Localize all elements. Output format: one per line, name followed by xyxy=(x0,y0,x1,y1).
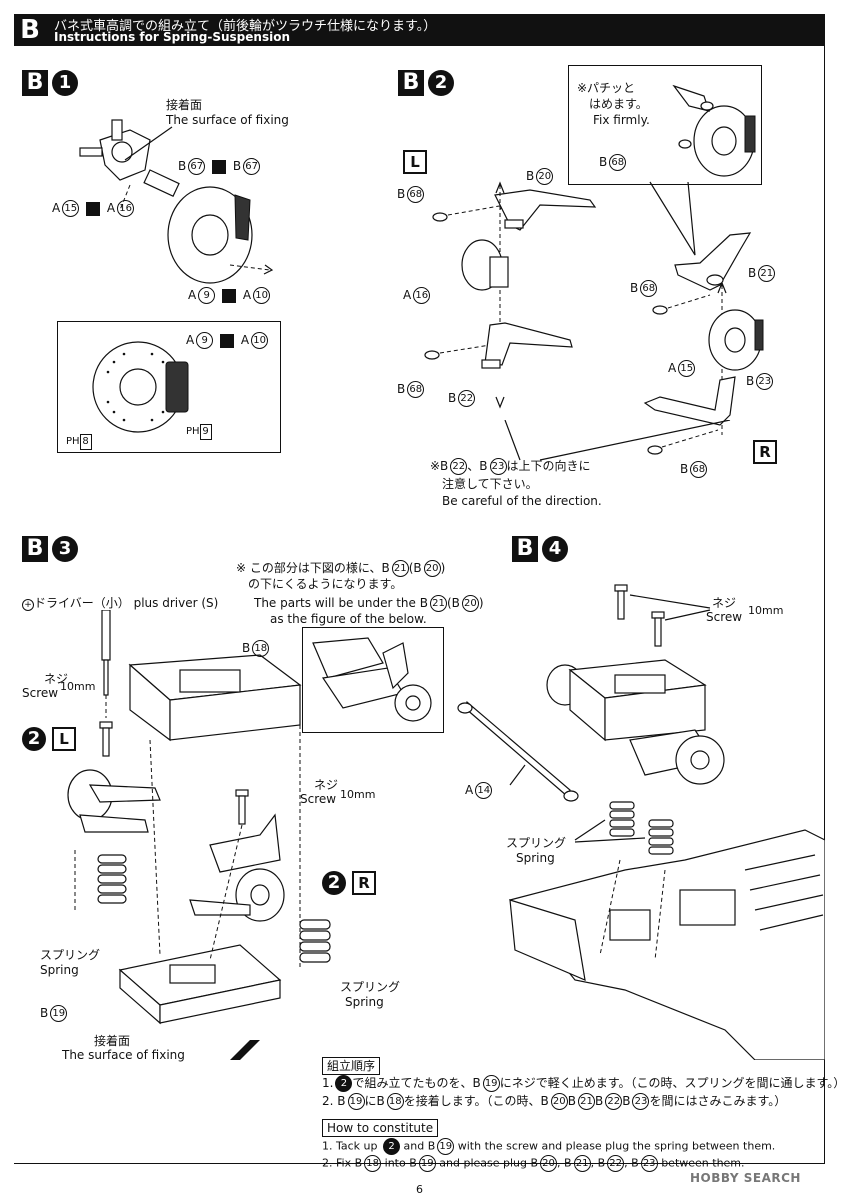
step-letter: B xyxy=(22,70,48,96)
right-tag: R xyxy=(753,440,777,464)
step-b1-drawing xyxy=(79,119,274,284)
watermark: HOBBY SEARCH xyxy=(690,1171,801,1185)
step-b3-drawing xyxy=(67,610,331,1060)
section-title-jp: バネ式車高調での組み立て（前後輪がツラウチ仕様になります。） xyxy=(54,19,437,34)
order-en-title: How to constitute xyxy=(322,1117,439,1137)
step-b3-inset xyxy=(302,627,444,733)
mirror-part-icon xyxy=(212,159,227,174)
step-b2-left-drawing xyxy=(424,181,597,409)
left-tag: L xyxy=(403,150,427,174)
surface-label-en: The surface of fixing xyxy=(166,113,289,127)
mirror-part-icon xyxy=(222,288,237,303)
step-number: 1 xyxy=(52,70,78,96)
plus-driver-icon: + xyxy=(22,599,34,611)
driver-label: +ドライバー（小） plus driver (S) xyxy=(22,595,218,611)
step-b4-drawing xyxy=(457,584,825,1060)
mirror-part-icon xyxy=(220,333,235,348)
page-number: 6 xyxy=(416,1183,423,1196)
section-title-en: Instructions for Spring-Suspension xyxy=(54,30,290,44)
surface-label-jp: 接着面 xyxy=(166,98,203,112)
frame-right xyxy=(824,14,825,1164)
mirror-part-icon xyxy=(86,201,101,216)
section-letter: B xyxy=(20,15,40,45)
order-jp-title: 組立順序 xyxy=(322,1055,381,1075)
section-header: B バネ式車高調での組み立て（前後輪がツラウチ仕様になります。） Instruc… xyxy=(14,14,824,46)
step-b2-right-drawing xyxy=(643,232,764,455)
